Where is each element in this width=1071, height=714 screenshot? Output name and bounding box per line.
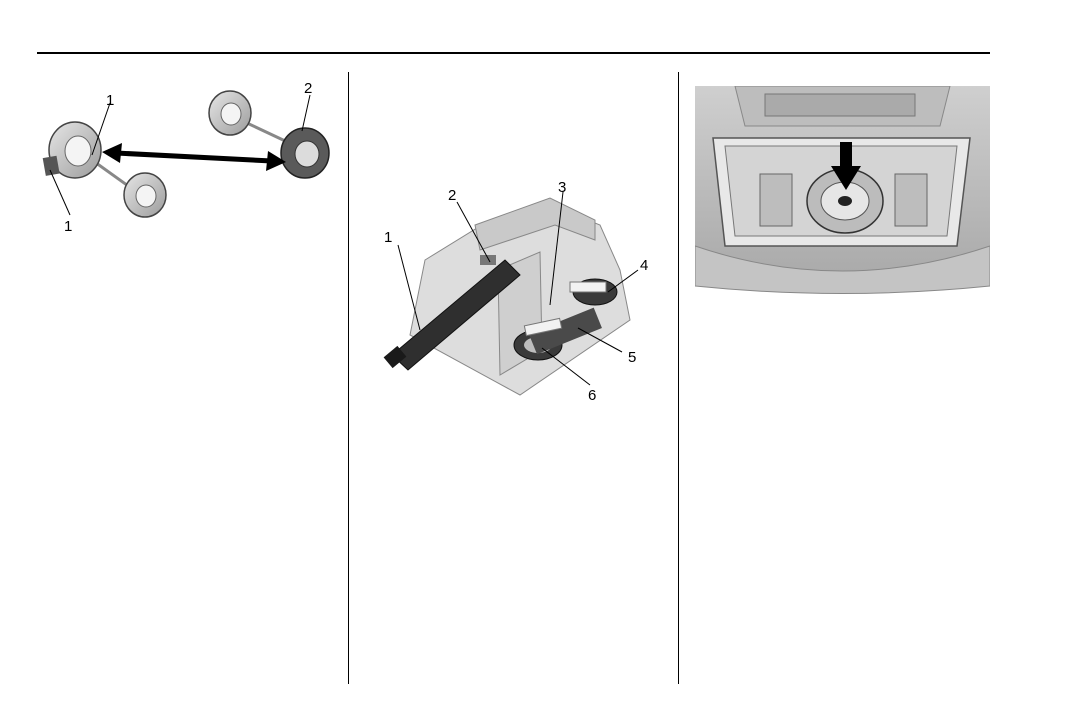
callout-label: 1 xyxy=(106,92,114,109)
tire-rotation-illustration: 1 1 2 xyxy=(30,75,350,240)
tire-front-left xyxy=(43,122,101,178)
column-divider-right xyxy=(678,72,679,684)
page-header-rule xyxy=(37,52,990,54)
callout-label: 6 xyxy=(588,387,596,404)
callout-label: 4 xyxy=(640,257,648,274)
tire-rear-left xyxy=(124,173,166,217)
swap-double-arrow-icon xyxy=(102,143,286,171)
callout-label: 1 xyxy=(384,229,392,246)
callout-label: 5 xyxy=(628,349,636,366)
callout-label: 2 xyxy=(448,187,456,204)
tire-rear-right xyxy=(209,91,251,135)
trunk-spare-illustration xyxy=(695,86,990,296)
tire-spare xyxy=(281,128,329,178)
callout-label: 3 xyxy=(558,180,566,196)
callout-label: 2 xyxy=(304,80,312,97)
callout-label: 1 xyxy=(64,218,72,235)
jack-kit-illustration: 1 2 3 4 5 6 xyxy=(380,180,660,405)
